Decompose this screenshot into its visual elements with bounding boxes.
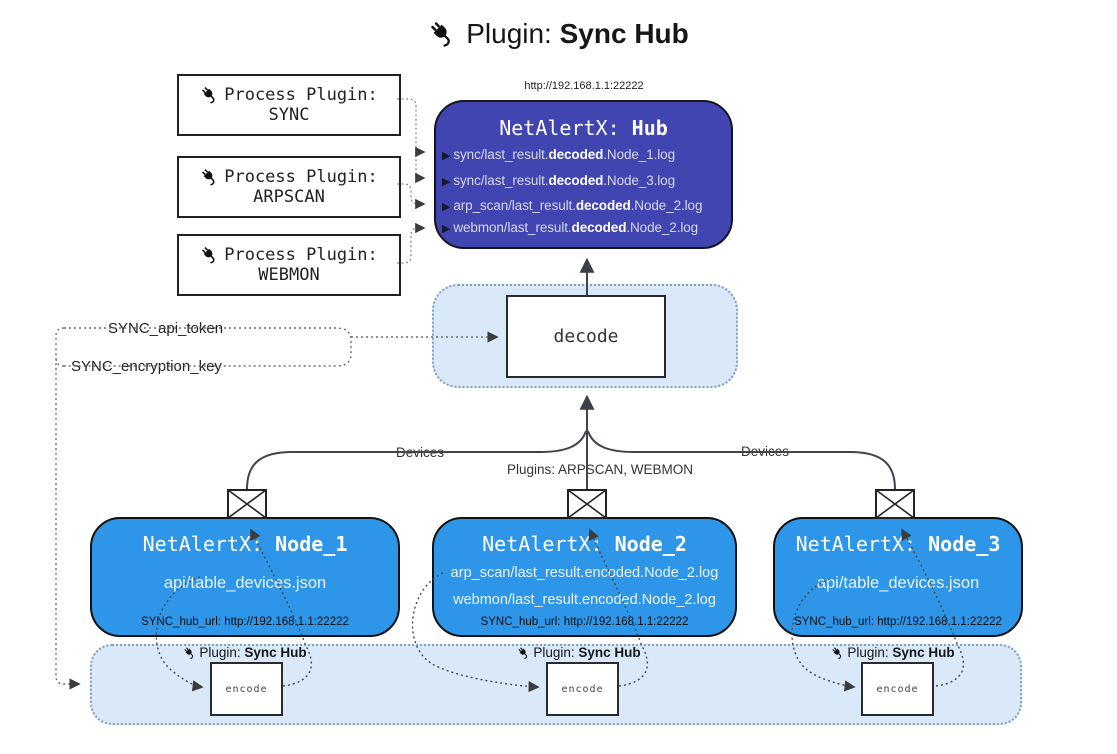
plug-icon xyxy=(200,85,220,105)
decode-box: decode xyxy=(506,295,666,378)
hub-title: NetAlertX: Hub xyxy=(499,116,668,140)
arrow-right-icon: ▶ xyxy=(442,150,451,162)
node-file-label: api/table_devices.json xyxy=(163,574,327,592)
encoder-plugin-label: Plugin: Sync Hub xyxy=(813,645,973,660)
process-plugin-label: Process Plugin: xyxy=(224,85,378,105)
hub-log-line: ▶webmon/last_result.decoded.Node_2.log xyxy=(442,220,699,235)
node-file-label: api/table_devices.json xyxy=(816,574,980,592)
encoder-plugin-label: Plugin: Sync Hub xyxy=(165,645,325,660)
message-envelope-icon xyxy=(567,489,607,519)
devices-edge-label-right: Devices xyxy=(737,444,794,459)
encode-box: encode xyxy=(861,662,934,716)
process-plugin-name: ARPSCAN xyxy=(253,187,325,207)
plug-icon xyxy=(517,646,531,660)
sync-encryption-key-label: SYNC_encryption_key xyxy=(66,358,227,375)
hub-log-line: ▶sync/last_result.decoded.Node_1.log xyxy=(442,147,675,162)
node-title: NetAlertX: Node_1 xyxy=(142,532,348,556)
process-plugin-name: WEBMON xyxy=(258,265,320,285)
hub-log-line: ▶sync/last_result.decoded.Node_3.log xyxy=(442,173,675,188)
node-log-label: arp_scan/last_result.encoded.Node_2.log xyxy=(450,565,719,581)
encode-box: encode xyxy=(210,662,283,716)
plug-icon xyxy=(200,167,220,187)
page-title: Plugin: Sync Hub xyxy=(0,18,1117,50)
node-3-box: NetAlertX: Node_3 api/table_devices.json… xyxy=(773,517,1023,637)
process-plugin-box-sync: Process Plugin: SYNC xyxy=(177,74,401,136)
page-title-prefix: Plugin: xyxy=(466,18,552,49)
node-hub-url: SYNC_hub_url: http://192.168.1.1:22222 xyxy=(794,616,1002,628)
plug-icon xyxy=(183,646,197,660)
process-plugin-name: SYNC xyxy=(268,105,310,125)
process-plugin-box-arpscan: Process Plugin: ARPSCAN xyxy=(177,156,401,218)
hub-log-line: ▶arp_scan/last_result.decoded.Node_2.log xyxy=(442,198,703,213)
process-plugin-label: Process Plugin: xyxy=(224,245,378,265)
node-hub-url: SYNC_hub_url: http://192.168.1.1:22222 xyxy=(480,616,689,628)
node-title: NetAlertX: Node_3 xyxy=(795,532,1001,556)
node-1-box: NetAlertX: Node_1 api/table_devices.json… xyxy=(90,517,400,637)
plugins-edge-label: Plugins: ARPSCAN, WEBMON xyxy=(503,462,698,477)
sync-api-token-label: SYNC_api_token xyxy=(103,320,229,337)
node-2-box: NetAlertX: Node_2 arp_scan/last_result.e… xyxy=(432,517,737,637)
plug-icon xyxy=(831,646,845,660)
node-title: NetAlertX: Node_2 xyxy=(482,532,687,556)
message-envelope-icon xyxy=(227,489,267,519)
hub-box: NetAlertX: Hub ▶sync/last_result.decoded… xyxy=(434,100,733,249)
devices-edge-label-left: Devices xyxy=(392,445,449,460)
page-title-name: Sync Hub xyxy=(559,18,689,49)
process-plugin-label: Process Plugin: xyxy=(224,167,378,187)
arrow-right-icon: ▶ xyxy=(442,201,451,213)
encoder-plugin-label: Plugin: Sync Hub xyxy=(499,645,659,660)
node-hub-url: SYNC_hub_url: http://192.168.1.1:22222 xyxy=(141,616,349,628)
arrow-right-icon: ▶ xyxy=(442,176,451,188)
plug-icon xyxy=(428,19,458,49)
plug-icon xyxy=(200,245,220,265)
plugin-hub-connectors xyxy=(397,98,426,264)
arrow-right-icon: ▶ xyxy=(442,223,451,235)
node-log-label: webmon/last_result.encoded.Node_2.log xyxy=(453,592,716,608)
message-envelope-icon xyxy=(875,489,915,519)
hub-url-label: http://192.168.1.1:22222 xyxy=(524,80,644,92)
process-plugin-box-webmon: Process Plugin: WEBMON xyxy=(177,234,401,296)
encode-box: encode xyxy=(546,662,619,716)
